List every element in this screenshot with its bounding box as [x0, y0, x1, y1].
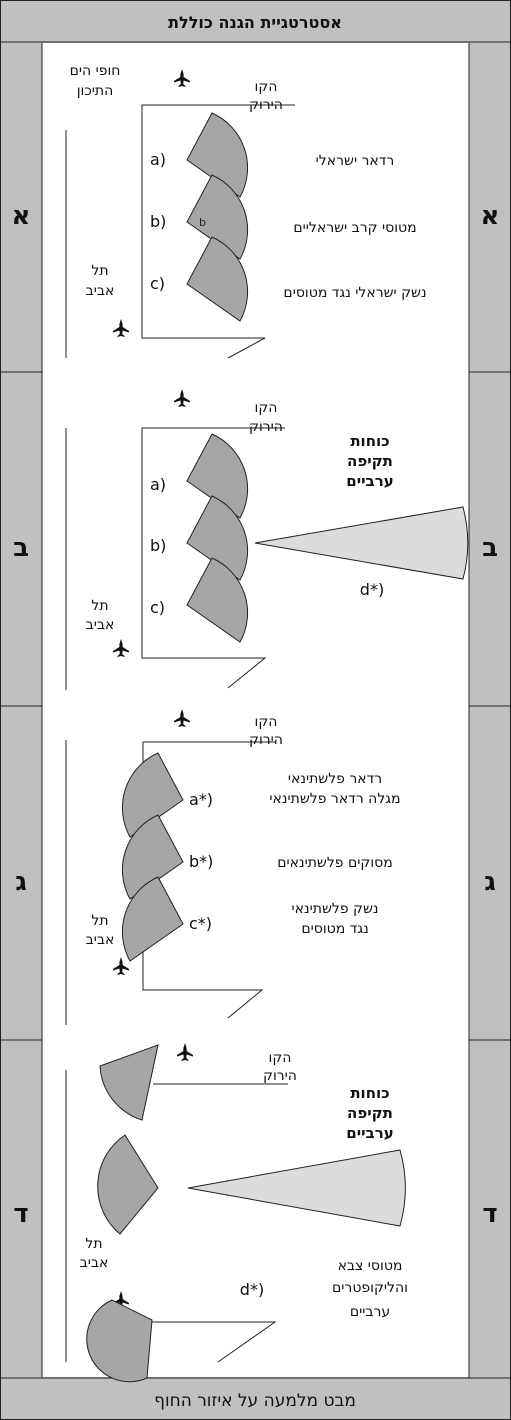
desc-pal-helicopters: מסוקים פלשתינאים — [277, 855, 393, 871]
green-line — [142, 741, 275, 1019]
antiair-sector — [86, 1299, 153, 1383]
letter-b: b) — [150, 536, 166, 555]
panel-4: הקו הירוק תל אביב כוחות תקיפה ערביים מטו… — [65, 1043, 408, 1383]
letter-c: c) — [150, 274, 165, 293]
green-line-label-1: הקו — [255, 714, 278, 730]
desc-pal-antiair-1: נשק פלשתינאי — [292, 901, 379, 917]
side-label-left-3: ג — [15, 867, 27, 897]
antiair-sector — [186, 557, 249, 643]
desc-pal-radar-1: רדאר פלשתינאי — [288, 771, 382, 787]
green-line-label-1: הקו — [255, 400, 278, 416]
letter-c: c*) — [189, 914, 212, 933]
letter-a: a) — [150, 475, 166, 494]
city-label-line-2: אביב — [86, 617, 115, 633]
sea-label-line-1: חופי הים — [70, 63, 121, 79]
green-line-label-2: הירוק — [249, 97, 283, 113]
diagram-footer: מבט מלמעה על איזור החוף — [154, 1391, 356, 1411]
city-label-line-1: תל — [91, 263, 108, 279]
green-line-label-1: הקו — [255, 79, 278, 95]
antiair-sector — [121, 876, 184, 962]
side-label-right-1: א — [481, 201, 500, 231]
desc-israeli-antiair: נשק ישראלי נגד מטוסים — [283, 285, 426, 301]
green-line-label-2: הירוק — [249, 732, 283, 748]
city-label-line-2: אביב — [80, 1255, 109, 1271]
panel-1: חופי הים התיכון הקו הירוק תל אביב b a) b… — [65, 63, 427, 359]
green-line-label-1: הקו — [269, 1050, 292, 1066]
radar-sector — [121, 752, 184, 838]
city-label-line-1: תל — [91, 913, 108, 929]
side-label-right-4: ד — [482, 1199, 497, 1229]
green-line-label-2: הירוק — [249, 419, 283, 435]
side-label-left-2: ב — [13, 533, 29, 563]
green-line-label-2: הירוק — [263, 1068, 297, 1084]
fighter-sector — [186, 495, 249, 581]
desc-arab-aircraft-1: מטוסי צבא — [338, 1258, 403, 1274]
helicopter-sector — [97, 1134, 159, 1235]
city-label-line-2: אביב — [86, 932, 115, 948]
panel-3: הקו הירוק תל אביב a*) b*) c*) רדאר פלשתי… — [65, 709, 401, 1025]
desc-arab-aircraft-2: והליקופטרים — [332, 1280, 408, 1296]
side-label-left-1: א — [12, 201, 31, 231]
letter-c: c) — [150, 598, 165, 617]
attack-forces-sector — [254, 506, 469, 580]
letter-b: b*) — [189, 852, 213, 871]
desc-israeli-radar: רדאר ישראלי — [316, 153, 395, 169]
letter-b: b) — [150, 212, 166, 231]
attack-label-3: ערביים — [346, 472, 393, 490]
city-label-line-1: תל — [85, 1236, 102, 1252]
letter-a: a*) — [189, 790, 213, 809]
radar-sector — [186, 433, 249, 519]
panel-2: הקו הירוק תל אביב a) b) c) כוחות תקיפה ע… — [65, 389, 469, 690]
desc-pal-antiair-2: נגד מטוסים — [301, 921, 368, 937]
letter-a: a) — [150, 150, 166, 169]
attack-forces-sector — [187, 1149, 406, 1227]
desc-israeli-fighters: מטוסי קרב ישראליים — [293, 220, 416, 236]
letter-d: d*) — [360, 580, 384, 599]
side-label-right-2: ב — [482, 533, 498, 563]
attack-label-1: כוחות — [350, 432, 389, 450]
green-line-bottom — [150, 1321, 277, 1363]
side-label-right-3: ג — [484, 867, 496, 897]
desc-arab-aircraft-3: ערביים — [350, 1304, 390, 1320]
radar-sector — [99, 1044, 159, 1121]
city-label-line-1: תל — [91, 598, 108, 614]
fighter-sector — [186, 174, 249, 260]
attack-label-1: כוחות — [350, 1084, 389, 1102]
attack-label-3: ערביים — [346, 1124, 393, 1142]
diagram-title: אסטרטגיית הגנה כוללת — [168, 13, 342, 32]
antiair-sector — [186, 236, 249, 322]
radar-sector — [186, 112, 249, 198]
attack-label-2: תקיפה — [347, 452, 393, 470]
inner-letter: b — [199, 216, 206, 229]
attack-label-2: תקיפה — [347, 1104, 393, 1122]
desc-pal-radar-2: מגלה רדאר פלשתינאי — [269, 791, 400, 807]
green-line — [141, 427, 285, 689]
sea-label-line-2: התיכון — [77, 83, 114, 99]
green-line — [141, 104, 295, 359]
side-label-left-4: ד — [13, 1199, 28, 1229]
helicopter-sector — [121, 814, 184, 900]
letter-d: d*) — [240, 1280, 264, 1299]
city-label-line-2: אביב — [86, 283, 115, 299]
